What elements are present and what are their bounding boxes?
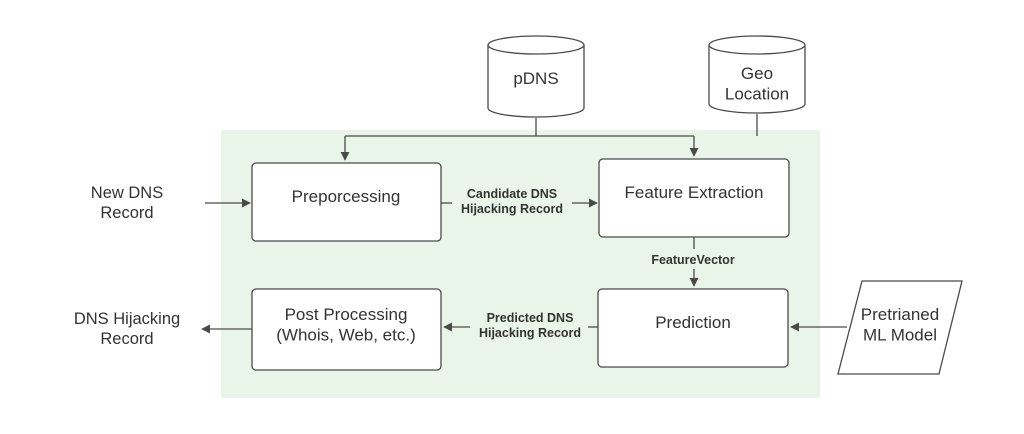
geo-location-label-line-2: Location	[725, 84, 789, 103]
dns-hijacking-record-label-line-1: DNS Hijacking	[74, 310, 180, 328]
new-dns-record-label-line-2: Record	[100, 204, 153, 222]
dns-hijacking-record-label-line-2: Record	[100, 330, 153, 348]
post-processing-label-line-1: Post Processing	[285, 305, 408, 324]
node-preprocessing: Preporcessing	[251, 162, 442, 242]
candidate-record-label-line-1: Candidate DNS	[467, 187, 557, 201]
feature-vector-label-line-1: FeatureVector	[651, 253, 735, 267]
database-pdns: pDNS	[487, 35, 585, 118]
feature-extraction-label: Feature Extraction	[625, 183, 764, 202]
node-prediction: Prediction	[597, 288, 789, 368]
pretrained-model-label-line-1: Pretrianed	[861, 305, 939, 324]
feature-extraction-label-line-1: Feature Extraction	[625, 183, 764, 202]
new-dns-record-label: New DNS Record	[91, 184, 163, 222]
feature-vector-label: FeatureVector	[651, 253, 735, 267]
new-dns-record-label-line-1: New DNS	[91, 184, 163, 202]
post-processing-label-line-2: (Whois, Web, etc.)	[276, 325, 416, 344]
preprocessing-label: Preporcessing	[292, 187, 401, 206]
pretrained-model-label-line-2: ML Model	[863, 325, 937, 344]
candidate-record-label-line-2: Hijacking Record	[461, 202, 563, 216]
prediction-label-line-1: Prediction	[655, 313, 731, 332]
prediction-label: Prediction	[655, 313, 731, 332]
pdns-label-line-1: pDNS	[513, 69, 558, 88]
predicted-record-label-line-2: Hijacking Record	[479, 326, 581, 340]
node-feature-extraction: Feature Extraction	[598, 158, 790, 238]
preprocessing-label-line-1: Preporcessing	[292, 187, 401, 206]
node-post-processing: Post Processing(Whois, Web, etc.)	[251, 288, 442, 371]
pdns-label: pDNS	[513, 69, 558, 88]
connectors	[201, 114, 847, 334]
geo-location-label-line-1: Geo	[741, 64, 773, 83]
post-processing-label: Post Processing(Whois, Web, etc.)	[276, 305, 416, 344]
predicted-record-label-line-1: Predicted DNS	[487, 311, 574, 325]
